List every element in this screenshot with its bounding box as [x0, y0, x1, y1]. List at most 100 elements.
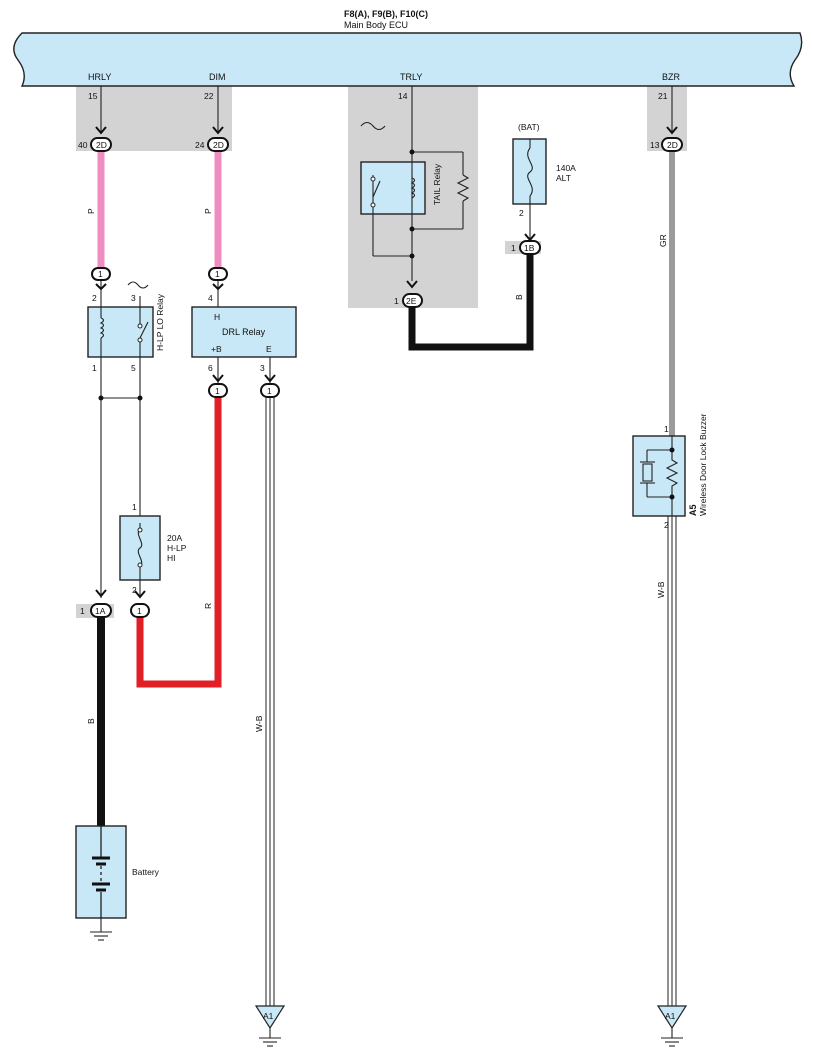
hlp-hi-fuse: 1 2 20A H-LP HI: [119, 502, 187, 595]
resistor-icon: [665, 450, 679, 500]
tail-relay: TAIL Relay: [360, 121, 470, 281]
switch-icon: [139, 321, 149, 339]
ac-tilde-icon: [127, 281, 149, 289]
wire-fuse-drl-red: [136, 397, 222, 688]
pin-num-dim: 22: [204, 91, 214, 101]
wire-buzzer-ground: [667, 516, 677, 1006]
pin-num-hrly: 15: [88, 91, 98, 101]
junction-hrly-2d: 2D 40: [78, 126, 112, 152]
svg-text:1: 1: [267, 386, 272, 396]
wireless-door-lock-buzzer: 1 2 A5 Wireless Door Lock Buzzer: [632, 413, 708, 530]
svg-text:HI: HI: [167, 553, 176, 563]
fuse-icon: [527, 147, 533, 197]
svg-text:2D: 2D: [667, 140, 678, 150]
ecu-pin-bzr: BZR: [662, 72, 681, 82]
svg-text:140A: 140A: [556, 163, 576, 173]
battery-icon: [92, 826, 110, 918]
svg-text:5: 5: [131, 363, 136, 373]
svg-text:1: 1: [80, 606, 85, 616]
wire-label-fuse-drl: R: [203, 603, 213, 609]
svg-text:A1: A1: [665, 1011, 676, 1021]
drl-relay: H DRL Relay +B E 4 6 3: [191, 283, 297, 373]
plug-drl-relay-b: 1: [208, 374, 228, 398]
resistor-icon: [456, 174, 470, 202]
svg-text:E: E: [266, 344, 272, 354]
relay-coil-icon: [410, 177, 416, 199]
wire-label-battery: B: [86, 718, 96, 724]
svg-text:1: 1: [664, 424, 669, 434]
wire-label-buzzer-ground: W-B: [656, 581, 666, 598]
svg-text:4: 4: [208, 293, 213, 303]
svg-text:24: 24: [195, 140, 205, 150]
pin-num-bzr: 21: [658, 91, 668, 101]
drl-relay-label: DRL Relay: [222, 327, 266, 337]
svg-text:+B: +B: [211, 344, 222, 354]
svg-text:H-LP: H-LP: [167, 543, 187, 553]
svg-text:1: 1: [394, 296, 399, 306]
svg-text:1: 1: [98, 269, 103, 279]
svg-text:20A: 20A: [167, 533, 182, 543]
wire-label-hrly: P: [86, 208, 96, 214]
svg-text:1: 1: [511, 243, 516, 253]
svg-text:1: 1: [92, 363, 97, 373]
plug-fuse-hi: 1: [130, 590, 150, 618]
svg-text:2E: 2E: [406, 296, 417, 306]
plug-drl-relay-h: 1: [208, 267, 228, 281]
wire-label-drl-ground: W-B: [254, 715, 264, 732]
svg-text:1: 1: [137, 606, 142, 616]
svg-text:40: 40: [78, 140, 88, 150]
plug-hrly-relay: 1: [91, 267, 111, 281]
ecu-pin-hrly: HRLY: [88, 72, 111, 82]
tail-relay-label: TAIL Relay: [432, 163, 442, 205]
svg-text:Wireless Door Lock Buzzer: Wireless Door Lock Buzzer: [698, 413, 708, 516]
junction-bzr-2d: 2D 13: [650, 126, 683, 152]
battery-label: Battery: [132, 867, 160, 877]
svg-text:1A: 1A: [95, 606, 106, 616]
svg-text:13: 13: [650, 140, 660, 150]
main-body-ecu: F8(A), F9(B), F10(C) Main Body ECU HRLY …: [13, 9, 803, 87]
svg-text:2: 2: [519, 208, 524, 218]
alt-fuse: (BAT) 140A ALT 2: [512, 122, 576, 218]
junction-trly-2e: 2E 1: [394, 280, 423, 308]
svg-text:1: 1: [215, 269, 220, 279]
battery: Battery: [75, 825, 160, 919]
hlp-lo-relay-label: H-LP LO Relay: [155, 293, 165, 351]
hlp-lo-relay: 2 3 1 5 H-LP LO Relay: [87, 281, 165, 373]
svg-text:ALT: ALT: [556, 173, 571, 183]
ecu-connectors-label: F8(A), F9(B), F10(C): [344, 9, 428, 19]
pin-num-trly: 14: [398, 91, 408, 101]
svg-text:2: 2: [664, 520, 669, 530]
relay-coil-icon: [99, 317, 105, 339]
svg-text:6: 6: [208, 363, 213, 373]
svg-text:1B: 1B: [524, 243, 535, 253]
svg-text:A5: A5: [688, 504, 698, 516]
plug-drl-relay-e: 1: [260, 374, 280, 398]
wire-drl-ground: [265, 397, 275, 1006]
svg-text:3: 3: [260, 363, 265, 373]
svg-text:2: 2: [92, 293, 97, 303]
switch-icon: [372, 180, 381, 198]
svg-text:1: 1: [215, 386, 220, 396]
wire-alt-black: [408, 253, 534, 351]
ecu-pin-trly: TRLY: [400, 72, 422, 82]
svg-text:3: 3: [131, 293, 136, 303]
svg-text:H: H: [214, 312, 220, 322]
svg-text:2D: 2D: [213, 140, 224, 150]
junction-alt-1b: 1B 1: [511, 233, 541, 255]
svg-text:1: 1: [132, 502, 137, 512]
wire-label-dim: P: [203, 208, 213, 214]
wire-label-bzr: GR: [658, 234, 668, 247]
ecu-name-label: Main Body ECU: [344, 20, 408, 30]
svg-text:2D: 2D: [96, 140, 107, 150]
ecu-pin-dim: DIM: [209, 72, 226, 82]
ground-a1-buzzer: A1: [656, 1005, 688, 1047]
ground-icon: [90, 918, 112, 941]
ac-tilde-icon: [360, 121, 386, 131]
fuse-icon: [137, 523, 143, 580]
wire-label-alt: B: [514, 294, 524, 300]
svg-text:A1: A1: [263, 1011, 274, 1021]
ground-a1-drl: A1: [254, 1005, 286, 1047]
svg-text:(BAT): (BAT): [518, 122, 540, 132]
svg-text:2: 2: [132, 585, 137, 595]
